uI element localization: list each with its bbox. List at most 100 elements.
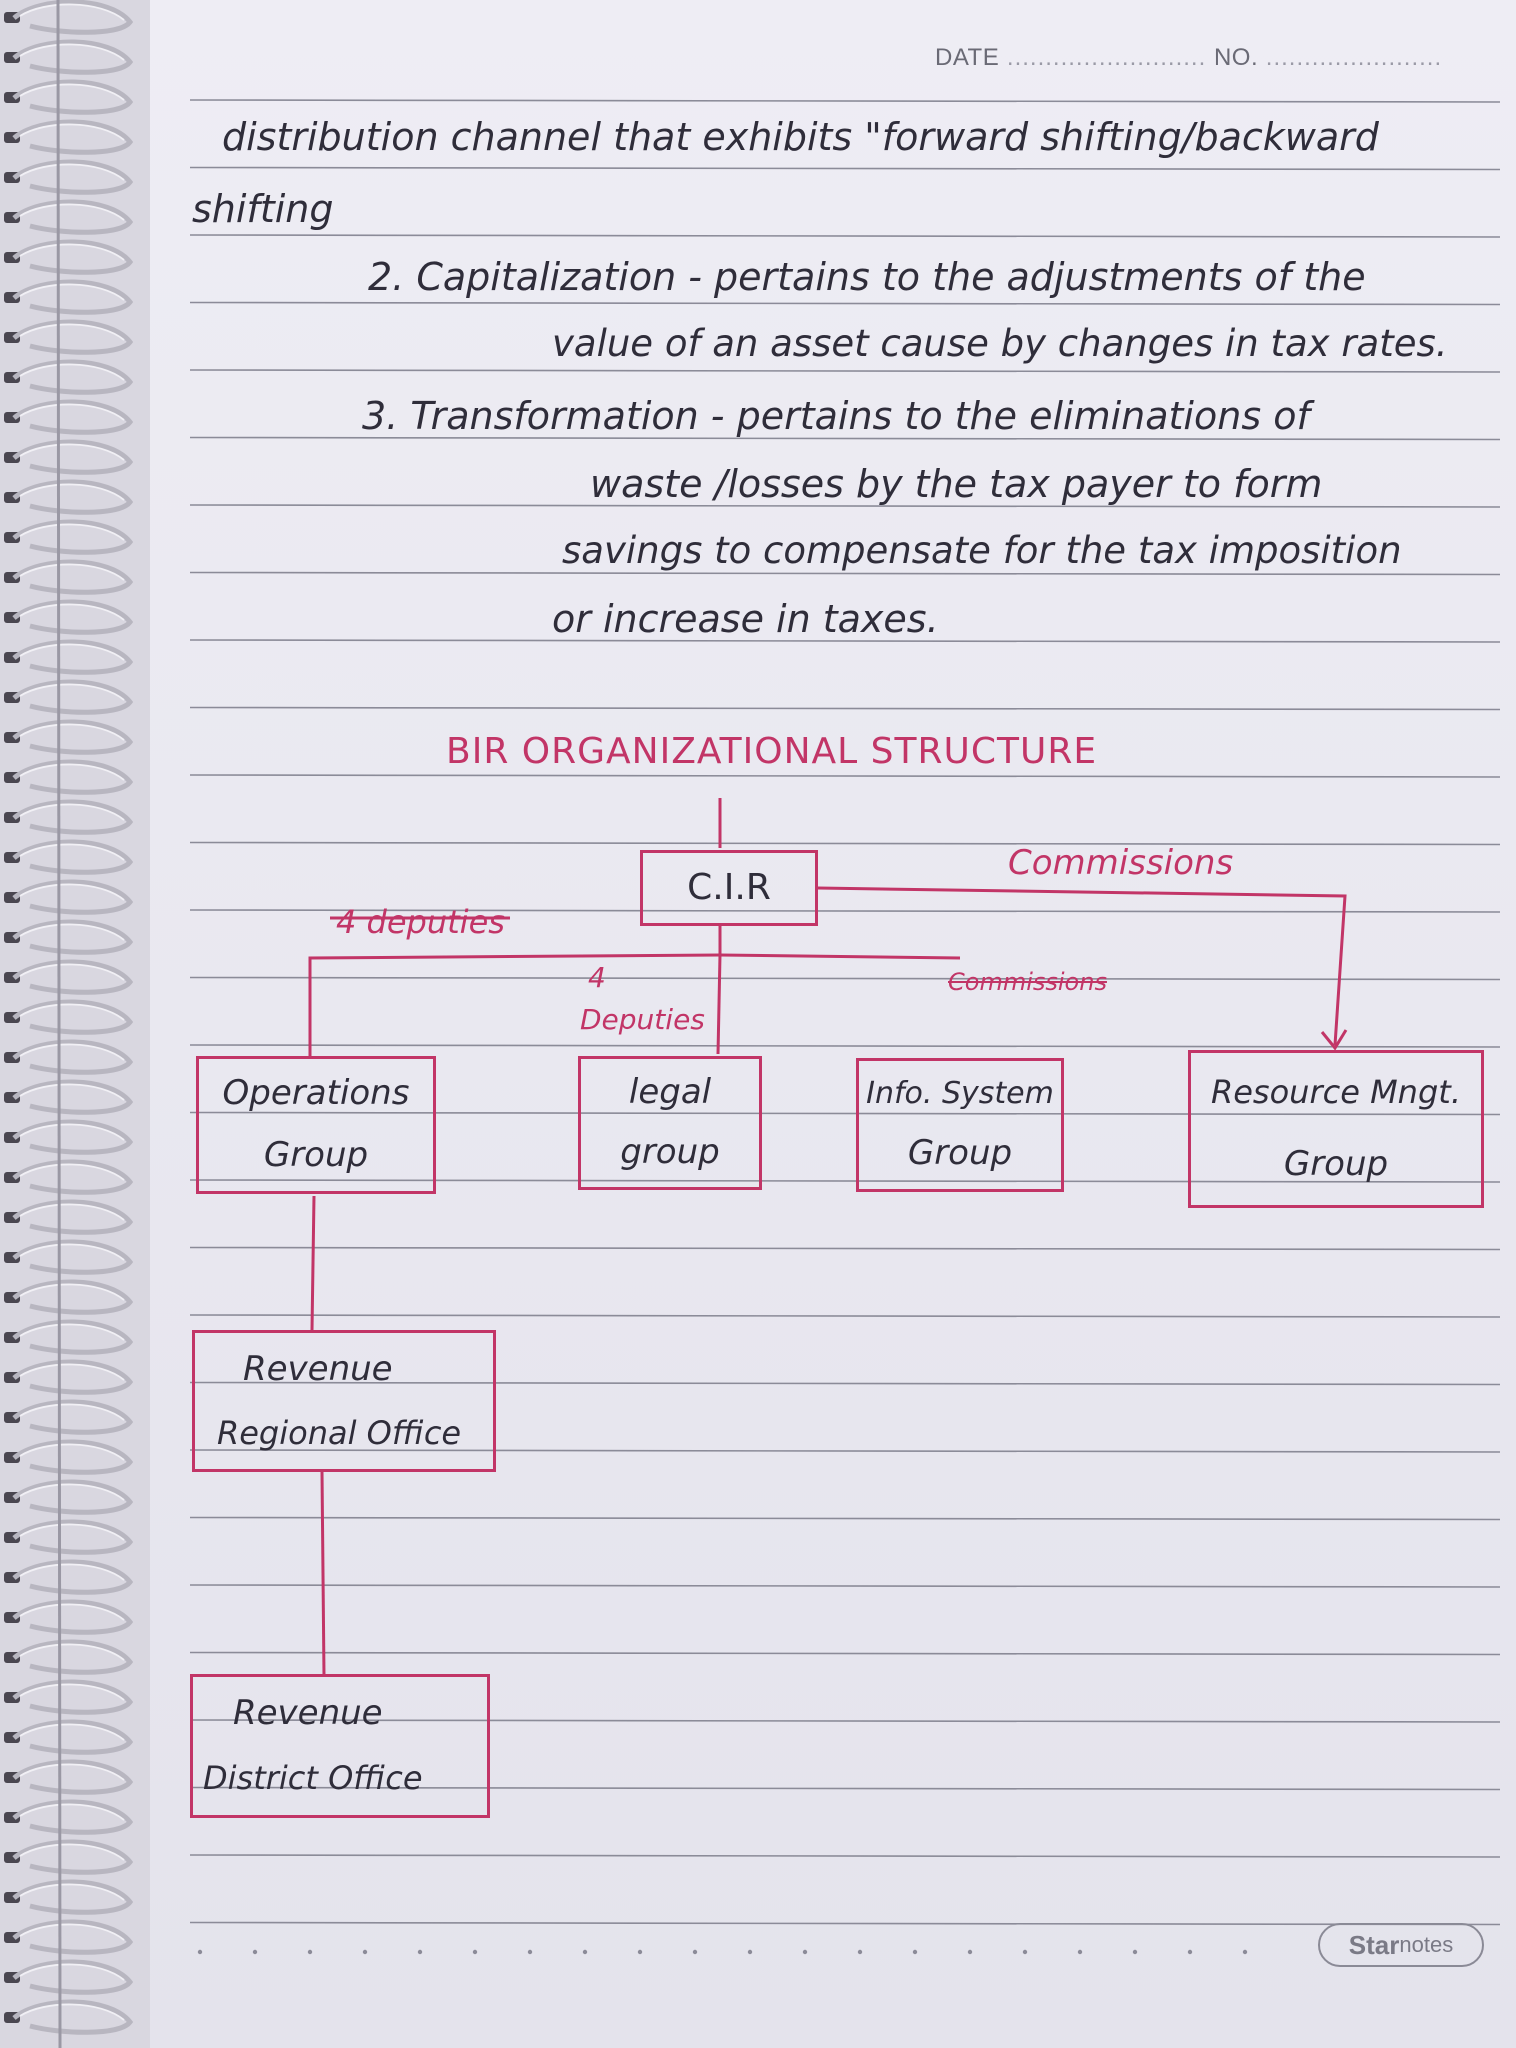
spiral-ring-highlight <box>19 1483 125 1501</box>
spiral-ring <box>12 999 134 1035</box>
spiral-ring-highlight <box>19 1043 125 1061</box>
spiral-ring <box>12 1639 134 1675</box>
spiral-ring-highlight <box>19 123 125 141</box>
rule-line <box>189 1651 1501 1656</box>
spiral-ring <box>12 1959 134 1995</box>
spiral-ring-highlight <box>19 443 125 461</box>
rule-line <box>189 1314 1501 1318</box>
spiral-ring-highlight <box>19 323 125 341</box>
dot-mark <box>1242 1949 1248 1955</box>
operations-group-line2: Group <box>263 1135 369 1176</box>
rule-line <box>189 1516 1501 1521</box>
logo-star-text: Star <box>1348 1929 1400 1960</box>
spiral-ring <box>12 1399 134 1435</box>
info-system-group-box[interactable]: Info. System Group <box>856 1058 1064 1192</box>
spiral-ring <box>12 199 134 235</box>
spiral-ring <box>12 399 134 435</box>
legal-branch <box>716 954 722 1055</box>
spiral-ring <box>12 799 134 835</box>
dot-mark <box>637 1949 643 1955</box>
dot-mark <box>362 1949 368 1955</box>
label-4-deputies-mid: Deputies <box>580 1003 705 1036</box>
dot-mark <box>1077 1949 1083 1955</box>
spiral-ring-highlight <box>19 483 125 501</box>
note-line-2: shifting <box>192 187 334 231</box>
spiral-ring <box>12 1319 134 1355</box>
spiral-ring <box>12 1039 134 1075</box>
spiral-ring-highlight <box>19 1403 125 1421</box>
spiral-ring <box>12 1079 134 1115</box>
legal-group-box[interactable]: legal group <box>578 1056 762 1190</box>
rule-line <box>189 976 1501 981</box>
spiral-ring <box>12 1479 134 1515</box>
resource-mngt-group-box[interactable]: Resource Mngt. Group <box>1188 1050 1484 1208</box>
spiral-ring-highlight <box>19 1763 125 1781</box>
spiral-ring <box>12 1239 134 1275</box>
spiral-ring <box>12 239 134 275</box>
spiral-ring-highlight <box>19 1603 125 1621</box>
spiral-ring-highlight <box>19 363 125 381</box>
spiral-ring <box>12 79 134 115</box>
rule-line <box>189 1111 1501 1116</box>
spiral-ring-highlight <box>19 283 125 301</box>
operations-group-box[interactable]: Operations Group <box>196 1056 436 1194</box>
cir-to-resource-connector <box>817 886 1347 1046</box>
spiral-ring <box>12 759 134 795</box>
spiral-binding <box>0 0 150 2048</box>
date-label: DATE <box>935 44 1000 71</box>
spiral-ring <box>12 1599 134 1635</box>
spiral-ring-highlight <box>19 923 125 941</box>
dot-mark <box>1022 1949 1028 1955</box>
operations-branch <box>308 953 721 1058</box>
spiral-ring <box>12 0 134 35</box>
spiral-ring-highlight <box>19 3 125 21</box>
cir-box[interactable]: C.I.R <box>640 850 818 926</box>
spiral-ring-highlight <box>19 603 125 621</box>
spiral-ring-highlight <box>19 1803 125 1821</box>
spiral-ring <box>12 1559 134 1595</box>
rule-line <box>189 234 1501 238</box>
spiral-ring-highlight <box>19 1323 125 1341</box>
dot-mark <box>1187 1949 1193 1955</box>
spiral-ring-highlight <box>19 563 125 581</box>
dot-mark <box>857 1949 863 1955</box>
revenue-regional-office-box[interactable]: Revenue Regional Office <box>192 1330 496 1472</box>
dot-mark <box>472 1949 478 1955</box>
spiral-ring <box>12 1759 134 1795</box>
rule-line <box>189 706 1501 711</box>
dot-mark <box>802 1949 808 1955</box>
spiral-ring-highlight <box>19 1083 125 1101</box>
spiral-ring-highlight <box>19 1963 125 1981</box>
spiral-ring-highlight <box>19 2003 125 2021</box>
rule-line <box>189 301 1501 306</box>
spiral-ring <box>12 159 134 195</box>
dot-mark <box>417 1949 423 1955</box>
cir-label: C.I.R <box>687 867 771 909</box>
date-number-header: DATE .......................... NO. ....… <box>935 44 1443 71</box>
rule-line <box>189 504 1501 508</box>
revenue-district-office-box[interactable]: Revenue District Office <box>190 1674 490 1818</box>
spiral-ring-highlight <box>19 203 125 221</box>
rule-line <box>189 1584 1501 1588</box>
legal-group-line2: group <box>620 1132 720 1173</box>
spiral-ring <box>12 319 134 355</box>
regional-to-district <box>320 1471 326 1677</box>
rule-line <box>189 369 1501 373</box>
dot-mark <box>197 1949 203 1955</box>
spiral-ring-highlight <box>19 803 125 821</box>
spiral-ring-highlight <box>19 1003 125 1021</box>
dot-mark <box>252 1949 258 1955</box>
spiral-ring <box>12 839 134 875</box>
item-2-capitalization: 2. Capitalization - pertains to the adju… <box>368 255 1366 299</box>
dot-mark <box>967 1949 973 1955</box>
spiral-ring-highlight <box>19 683 125 701</box>
spiral-ring <box>12 559 134 595</box>
spiral-ring-highlight <box>19 1643 125 1661</box>
spiral-ring <box>12 1919 134 1955</box>
regional-office-line1: Revenue <box>243 1348 393 1389</box>
rule-line <box>189 166 1501 171</box>
spiral-ring <box>12 639 134 675</box>
